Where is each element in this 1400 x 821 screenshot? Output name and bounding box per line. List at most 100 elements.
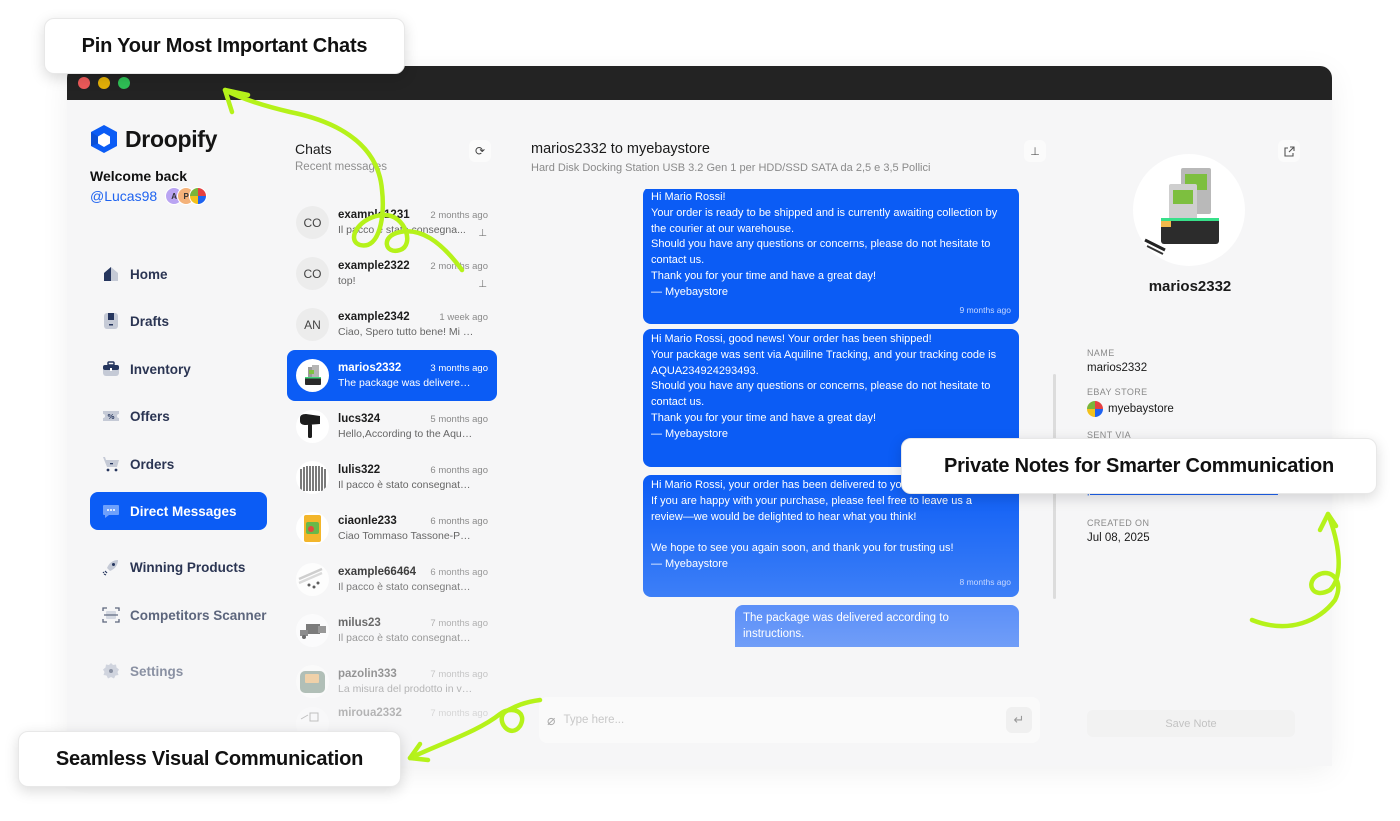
message-time: 8 months ago (743, 645, 1011, 648)
sidebar-item-inventory[interactable]: Inventory (90, 350, 267, 388)
chat-preview: La misura del prodotto in ven... (338, 683, 483, 695)
sidebar-item-label: Settings (130, 663, 184, 679)
gear-icon (102, 662, 120, 680)
docking-station-avatar-icon (296, 359, 329, 392)
user-handle[interactable]: @Lucas98 (90, 188, 158, 204)
save-note-button[interactable]: Save Note (1087, 710, 1295, 737)
sidebar-item-winning-products[interactable]: Winning Products (90, 548, 267, 586)
field-sent-via: SENT VIA (1087, 430, 1132, 440)
chat-list-item[interactable]: example66464 6 months ago Il pacco è stat… (287, 554, 497, 605)
sidebar-item-label: Winning Products (130, 559, 246, 575)
brand[interactable]: Droopify (90, 124, 217, 154)
refresh-button[interactable]: ⟳ (469, 140, 491, 162)
chat-preview: Ciao Tommaso Tassone-Petr... (338, 530, 481, 542)
external-link-icon (1283, 145, 1295, 157)
sidebar-item-label: Direct Messages (130, 503, 237, 519)
message-time: 8 months ago (959, 576, 1011, 587)
welcome-text: Welcome back (90, 168, 188, 184)
sidebar: Droopify Welcome back @Lucas98 A P Home (67, 100, 279, 766)
hairdryer-avatar-icon (296, 410, 329, 443)
message-bubble: The package was delivered according to i… (735, 605, 1019, 647)
app-body: Droopify Welcome back @Lucas98 A P Home (67, 100, 1332, 766)
home-icon (102, 265, 120, 283)
cable-organizer-avatar-icon (296, 461, 329, 494)
pin-icon: ⊥ (1030, 145, 1040, 158)
sidebar-item-offers[interactable]: % Offers (90, 397, 267, 435)
coupon-icon: % (102, 407, 120, 425)
chat-time: 7 months ago (430, 669, 488, 680)
chat-name: example66464 (338, 566, 417, 578)
callout-pin-text: Pin Your Most Important Chats (81, 34, 368, 57)
rails-avatar-icon (296, 563, 329, 596)
user-row: @Lucas98 A P (90, 187, 208, 205)
sidebar-item-label: Orders (130, 456, 175, 472)
field-ebay-store: EBAY STORE myebaystore (1087, 387, 1174, 417)
avatar: AN (296, 308, 329, 341)
message-bubble: Hi Mario Rossi! Your order is ready to b… (643, 189, 1019, 325)
chat-bubble-icon (102, 502, 120, 520)
chat-name: lulis322 (338, 464, 381, 476)
chat-name: example1231 (338, 209, 410, 221)
sidebar-item-direct-messages[interactable]: Direct Messages (90, 492, 267, 530)
sidebar-item-label: Offers (130, 408, 170, 424)
product-image (1133, 154, 1245, 266)
conversation-panel: marios2332 to myebaystore Hard Disk Dock… (517, 124, 1056, 766)
message-input[interactable] (563, 714, 1006, 726)
chats-subtitle: Recent messages (295, 161, 388, 173)
sidebar-item-home[interactable]: Home (90, 255, 267, 293)
chat-time: 6 months ago (430, 465, 488, 476)
chat-time: 1 week ago (439, 312, 488, 323)
store-avatars: A P (165, 187, 208, 205)
rocket-icon (102, 558, 120, 576)
chat-name: milus23 (338, 617, 381, 629)
open-external-button[interactable] (1278, 140, 1300, 162)
pin-conversation-button[interactable]: ⊥ (1024, 140, 1046, 162)
sidebar-item-settings[interactable]: Settings (90, 652, 267, 690)
avatar: CO (296, 257, 329, 290)
callout-visual-communication: Seamless Visual Communication (18, 731, 401, 787)
maximize-window-button[interactable] (118, 77, 130, 89)
sidebar-item-label: Home (130, 266, 168, 282)
chat-name: example2342 (338, 311, 410, 323)
store-logo-icon (1087, 401, 1103, 417)
close-window-button[interactable] (78, 77, 90, 89)
drafts-icon (102, 312, 120, 330)
parts-avatar-icon (296, 614, 329, 647)
refresh-icon: ⟳ (474, 144, 486, 158)
pin-icon[interactable]: ⊥ (478, 279, 487, 290)
minimize-window-button[interactable] (98, 77, 110, 89)
send-button[interactable]: ↵ (1006, 707, 1032, 733)
field-created-on: CREATED ON Jul 08, 2025 (1087, 518, 1150, 544)
chat-preview: Il pacco è stato consegnato p... (338, 581, 484, 593)
chat-name: example2322 (338, 260, 410, 272)
sidebar-item-drafts[interactable]: Drafts (90, 302, 267, 340)
chat-list: CO example1231 2 months ago Il pacco è st… (287, 197, 497, 740)
svg-text:%: % (107, 413, 114, 421)
sidebar-item-label: Drafts (130, 313, 170, 329)
chat-time: 6 months ago (430, 567, 488, 578)
briefcase-icon (102, 360, 120, 378)
message-composer: ⌀ ↵ (539, 697, 1040, 743)
conversation-title: marios2332 to myebaystore (531, 141, 710, 157)
chat-name: lucs324 (338, 413, 381, 425)
chat-name: marios2332 (338, 362, 402, 374)
store-avatar[interactable] (189, 187, 208, 205)
chat-name: ciaonle233 (338, 515, 397, 527)
chat-time: 7 months ago (430, 708, 488, 719)
sidebar-item-competitors-scanner[interactable]: Competitors Scanner (90, 596, 267, 634)
chat-preview: Il pacco è stato consegnato s... (338, 632, 483, 644)
sidebar-item-orders[interactable]: Orders (90, 445, 267, 483)
chat-time: 2 months ago (430, 261, 488, 272)
pin-icon[interactable]: ⊥ (478, 228, 487, 239)
attachment-paperclip-icon[interactable]: ⌀ (547, 711, 556, 728)
